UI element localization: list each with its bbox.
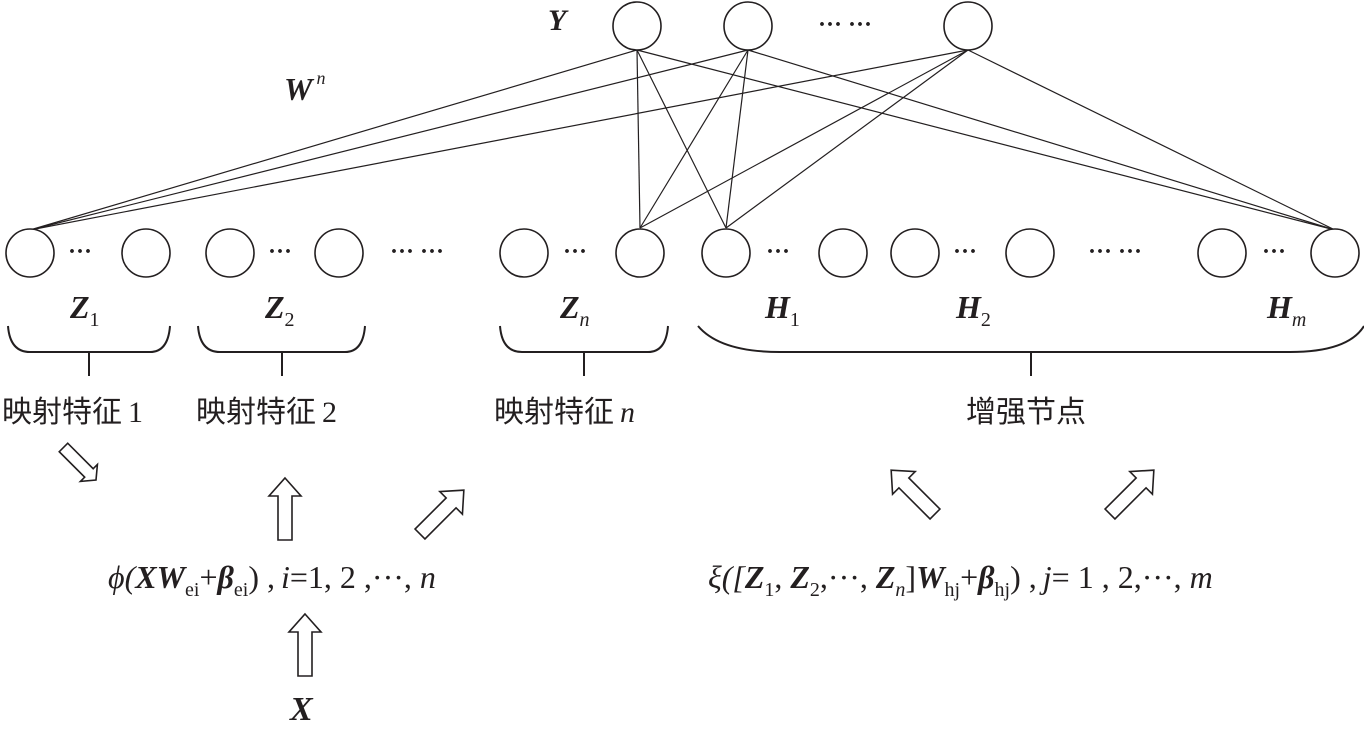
zn-node-first (499, 228, 549, 278)
arrow-left-upleft (58, 442, 99, 483)
edge-hm-y3 (967, 49, 1336, 231)
edge-hm-y1 (636, 49, 1336, 231)
group-label-h2: H2 (955, 289, 991, 331)
z2-node-last (314, 228, 364, 278)
enhancement-formula: ξ([Z1, Z2,···, Zn]Whj+βhj) ,j= 1 , 2,···… (708, 559, 1213, 601)
h2-node-last (1005, 228, 1055, 278)
z1-node-last (121, 228, 171, 278)
edge-z1-y1 (29, 49, 638, 231)
group-label-h1: H1 (764, 289, 800, 331)
output-dots: ··· ··· (818, 12, 872, 38)
z2-node-first (205, 228, 255, 278)
z1-node-first (5, 228, 55, 278)
output-layer: ··· ··· Y (548, 1, 993, 51)
group-labels: Z1 Z2 Zn H1 H2 Hm (69, 289, 1306, 331)
mapping-formula: ϕ(XWei+βei) ,i=1, 2 ,···, n (108, 559, 436, 601)
h1-node-last (818, 228, 868, 278)
brace-enhance (697, 325, 1364, 376)
edge-h1-y3 (725, 49, 969, 229)
edge-hm-y2 (747, 49, 1336, 231)
h2-dots: ··· (953, 239, 977, 265)
group-label-z1: Z1 (69, 289, 100, 331)
hidden-layer: ··· ··· ··· ··· ··· ··· ··· ··· ··· ··· (5, 228, 1360, 278)
edge-zn-y3 (639, 49, 969, 229)
arrow-left-up (267, 476, 303, 541)
connections (29, 49, 1336, 231)
hm-dots: ··· (1262, 239, 1286, 265)
hm-node-last (1310, 228, 1360, 278)
h-group-dots: ··· ··· (1088, 239, 1142, 265)
edge-z1-y3 (29, 49, 969, 231)
output-node-3 (943, 1, 993, 51)
z1-dots: ··· (68, 239, 92, 265)
group-label-z2: Z2 (264, 289, 295, 331)
edge-h1-y1 (636, 49, 727, 229)
hm-node-first (1197, 228, 1247, 278)
brace-z2 (197, 325, 366, 376)
braces (7, 325, 1364, 376)
output-label-y: Y (548, 4, 569, 37)
h1-node-first (701, 228, 751, 278)
group-label-zn: Zn (559, 289, 590, 331)
arrow-right-upleft (890, 469, 942, 521)
brace-zn (499, 325, 669, 376)
edge-h1-y2 (725, 49, 749, 229)
h2-node-first (890, 228, 940, 278)
arrow-right-upright (1103, 469, 1155, 521)
arrow-left-upright (413, 489, 465, 541)
zn-dots: ··· (563, 239, 587, 265)
enhance-label: 增强节点 (966, 395, 1086, 430)
z2-dots: ··· (268, 239, 292, 265)
h1-dots: ··· (766, 239, 790, 265)
edge-zn-y1 (636, 49, 641, 229)
group-label-hm: Hm (1266, 289, 1306, 331)
edge-zn-y2 (639, 49, 749, 229)
arrows (58, 442, 1155, 677)
brace-z1 (7, 325, 171, 376)
z-group-dots: ··· ··· (390, 239, 444, 265)
arrow-input-up (287, 612, 323, 677)
input-label-x: X (289, 691, 314, 728)
output-node-2 (723, 1, 773, 51)
output-node-1 (612, 1, 662, 51)
zn-node-last (615, 228, 665, 278)
edge-z1-y2 (29, 49, 749, 231)
